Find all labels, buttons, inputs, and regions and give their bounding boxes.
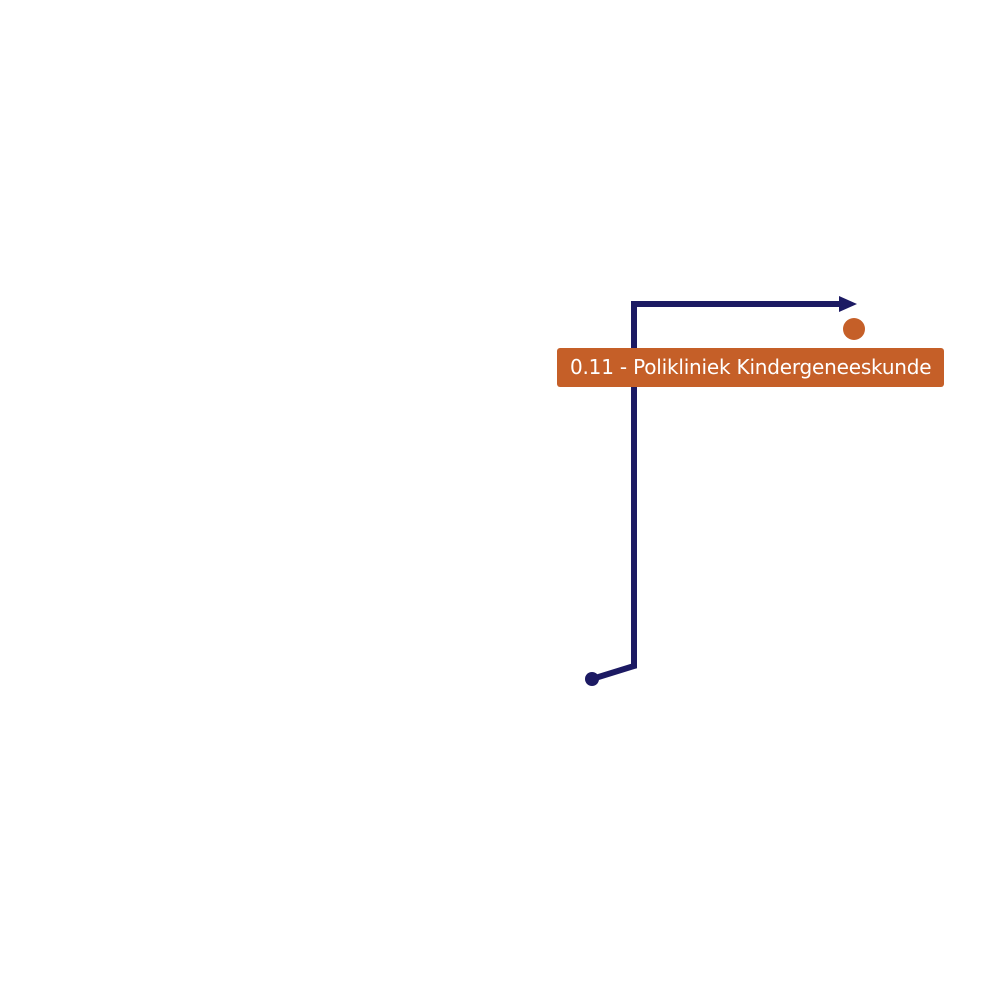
destination-dot-icon xyxy=(843,318,865,340)
start-dot-icon xyxy=(585,672,599,686)
destination-label: 0.11 - Polikliniek Kindergeneeskunde xyxy=(557,348,945,387)
route-path xyxy=(591,301,841,682)
arrowhead-icon xyxy=(839,296,857,312)
